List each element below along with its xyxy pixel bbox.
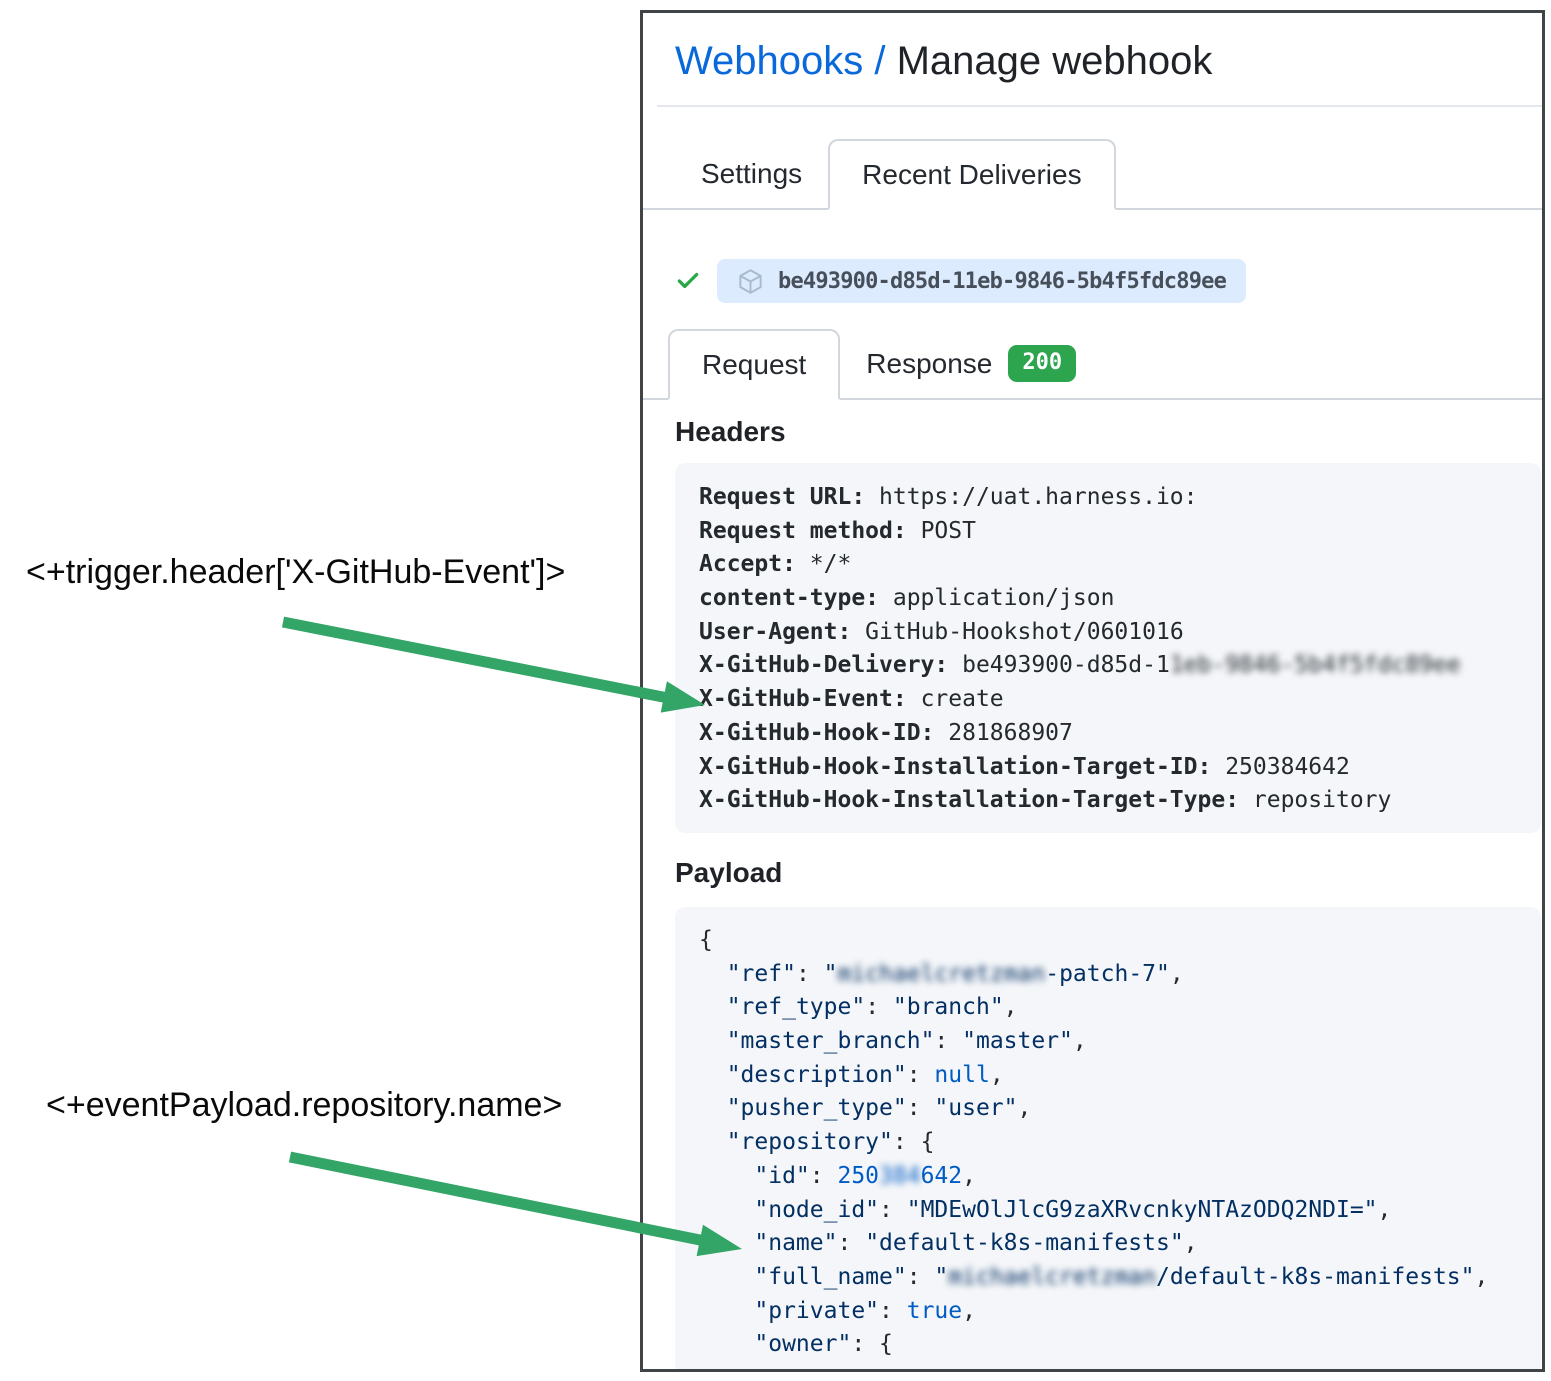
- breadcrumb-current: Manage webhook: [896, 39, 1213, 83]
- breadcrumb-webhooks-link[interactable]: Webhooks: [675, 39, 864, 83]
- tab-settings[interactable]: Settings: [701, 157, 803, 189]
- delivery-guid-pill[interactable]: be493900-d85d-11eb-9846-5b4f5fdc89ee: [717, 259, 1247, 303]
- title-divider: [657, 105, 1542, 107]
- payload-line: "ref_type": "branch",: [726, 994, 1018, 1021]
- headers-section-heading: Headers: [675, 416, 786, 447]
- main-tabnav: Settings Recent Deliveries: [643, 139, 1542, 210]
- header-line: X-GitHub-Hook-Installation-Target-ID: 25…: [699, 753, 1350, 780]
- webhook-screenshot-panel: Webhooks / Manage webhook Settings Recen…: [640, 10, 1545, 1372]
- header-line: Accept: */*: [699, 551, 852, 578]
- delivery-row: be493900-d85d-11eb-9846-5b4f5fdc89ee: [675, 256, 1247, 306]
- headers-code-box: Request URL: https://uat.harness.io: Requ…: [675, 463, 1541, 833]
- payload-line: "description": null,: [726, 1061, 1004, 1088]
- tab-recent-deliveries[interactable]: Recent Deliveries: [828, 139, 1116, 210]
- payload-line: "owner": {: [754, 1331, 893, 1358]
- payload-line: "ref": "michaelcretzman-patch-7",: [726, 960, 1184, 987]
- delivery-guid: be493900-d85d-11eb-9846-5b4f5fdc89ee: [778, 268, 1227, 294]
- payload-line: "repository": {: [726, 1129, 935, 1156]
- payload-line: {: [699, 927, 713, 953]
- annotation-trigger-header-expression: <+trigger.header['X-GitHub-Event']>: [26, 553, 566, 591]
- payload-line: "master_branch": "master",: [726, 1028, 1087, 1055]
- response-status-badge: 200: [1008, 345, 1077, 382]
- payload-code-box: { "ref": "michaelcretzman-patch-7", "ref…: [675, 907, 1541, 1369]
- tab-response[interactable]: Response 200: [840, 329, 1102, 398]
- payload-line: "name": "default-k8s-manifests",: [754, 1230, 1198, 1257]
- header-line: content-type: application/json: [699, 585, 1115, 612]
- header-line: X-GitHub-Hook-Installation-Target-Type: …: [699, 787, 1392, 814]
- green-arrow-to-repository-name: [288, 1151, 742, 1257]
- header-line: Request URL: https://uat.harness.io:: [699, 484, 1198, 510]
- success-check-icon: [677, 272, 699, 289]
- payload-line: "full_name": "michaelcretzman/default-k8…: [754, 1263, 1489, 1290]
- payload-section-heading: Payload: [675, 857, 783, 888]
- header-line: X-GitHub-Event: create: [699, 686, 1004, 713]
- payload-line: "id": 250384642,: [754, 1162, 976, 1189]
- page-title: Webhooks / Manage webhook: [675, 39, 1212, 84]
- package-cube-icon: [739, 268, 762, 294]
- header-line: Request method: POST: [699, 517, 976, 544]
- payload-line: "node_id": "MDEwOlJlcG9zaXRvcnkyNTAzODQ2…: [754, 1196, 1392, 1223]
- annotation-payload-expression: <+eventPayload.repository.name>: [46, 1086, 563, 1124]
- request-response-tabnav: Request Response 200: [643, 329, 1542, 400]
- payload-line: "private": true,: [754, 1297, 976, 1324]
- tab-response-label: Response: [866, 347, 993, 379]
- breadcrumb-separator: /: [863, 39, 897, 83]
- header-line: X-GitHub-Delivery: be493900-d85d-11eb-98…: [699, 652, 1461, 679]
- header-line: User-Agent: GitHub-Hookshot/0601016: [699, 618, 1184, 645]
- payload-line: "pusher_type": "user",: [726, 1095, 1032, 1122]
- tab-request[interactable]: Request: [668, 329, 841, 400]
- green-arrow-to-x-github-event: [281, 616, 705, 713]
- header-line: X-GitHub-Hook-ID: 281868907: [699, 719, 1073, 746]
